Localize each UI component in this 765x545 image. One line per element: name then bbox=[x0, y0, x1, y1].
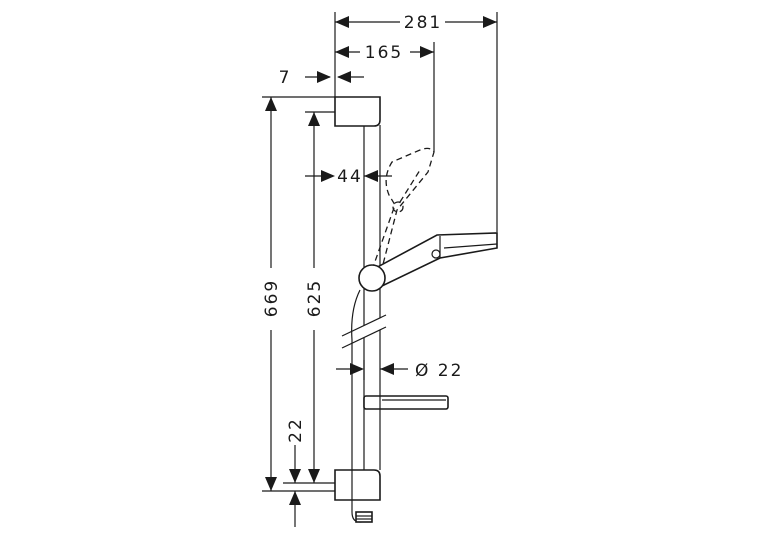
dimension-bracket-spacing: 625 bbox=[305, 112, 325, 483]
dimension-overall-width: 281 bbox=[335, 13, 497, 33]
dimension-rail-to-slider: 44 bbox=[305, 167, 392, 187]
dimension-overall-height: 669 bbox=[262, 97, 282, 491]
dimension-handshower-reach: 165 bbox=[335, 43, 434, 63]
top-wall-bracket bbox=[334, 96, 381, 127]
break-symbol bbox=[341, 314, 387, 349]
bottom-wall-bracket bbox=[334, 469, 381, 501]
dimension-bottom-offset: 22 bbox=[286, 417, 306, 527]
hose-connector bbox=[355, 511, 373, 523]
dimension-label-overall-width: 281 bbox=[404, 13, 442, 33]
dimension-label-overall-height: 669 bbox=[262, 279, 282, 317]
soap-dish bbox=[363, 395, 449, 410]
dimension-label-bracket-spacing: 625 bbox=[305, 279, 325, 317]
dimension-label-handshower-reach: 165 bbox=[365, 43, 403, 63]
hand-shower-alternate-position bbox=[371, 147, 435, 273]
dimension-wall-offset: 7 bbox=[279, 68, 364, 88]
dimension-label-rail-diameter: Ø 22 bbox=[415, 361, 463, 381]
dimension-label-rail-to-slider: 44 bbox=[337, 167, 363, 187]
hand-shower bbox=[370, 232, 498, 288]
dimension-label-bottom-offset: 22 bbox=[286, 417, 306, 443]
dimension-label-wall-offset: 7 bbox=[279, 68, 292, 88]
extension-lines bbox=[262, 12, 498, 492]
shower-rail bbox=[363, 125, 381, 470]
slider-holder bbox=[358, 264, 386, 292]
dimension-rail-diameter: Ø 22 bbox=[336, 361, 463, 381]
